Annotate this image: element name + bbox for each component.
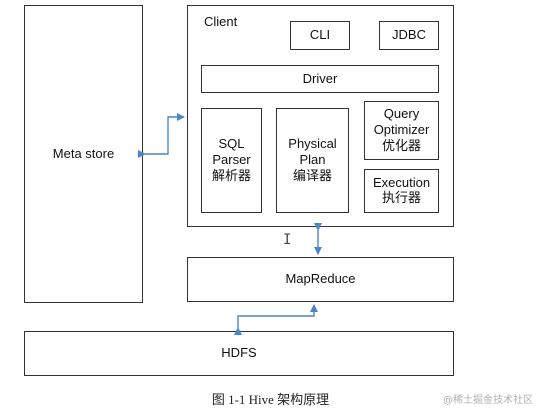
query-optimizer-box: Query Optimizer 优化器	[364, 101, 439, 160]
execution-box: Execution 执行器	[364, 169, 439, 213]
cli-label: CLI	[309, 27, 331, 43]
physical-plan-line1: Physical	[288, 136, 337, 152]
mapreduce-hdfs-arrow	[234, 304, 318, 335]
driver-box: Driver	[201, 65, 439, 93]
jdbc-box: JDBC	[379, 21, 439, 50]
mapreduce-label: MapReduce	[285, 271, 356, 287]
meta-store-box: Meta store	[24, 5, 143, 303]
query-optimizer-line1: Query	[383, 106, 420, 122]
sql-parser-box: SQL Parser 解析器	[201, 108, 262, 213]
query-optimizer-line3: 优化器	[381, 138, 421, 154]
query-optimizer-line2: Optimizer	[373, 122, 430, 138]
client-title: Client	[204, 14, 238, 29]
driver-label: Driver	[302, 70, 338, 86]
jdbc-label: JDBC	[392, 27, 426, 43]
watermark: @稀土掘金技术社区	[443, 395, 533, 406]
figure-caption: 图 1-1 Hive 架构原理	[0, 389, 541, 408]
text-cursor-icon: I	[283, 232, 292, 248]
hdfs-label: HDFS	[221, 345, 257, 361]
physical-plan-box: Physical Plan 编译器	[276, 108, 349, 213]
execution-line2: 执行器	[381, 191, 421, 206]
mapreduce-box: MapReduce	[187, 257, 454, 302]
sql-parser-line3: 解析器	[211, 168, 251, 184]
metastore-client-arrow	[138, 113, 185, 158]
caption-text: 图 1-1 Hive 架构原理	[211, 392, 330, 407]
physical-plan-line3: 编译器	[292, 168, 332, 184]
sql-parser-line2: Parser	[212, 152, 251, 168]
meta-store-label: Meta store	[52, 145, 115, 161]
physical-plan-line2: Plan	[299, 152, 326, 168]
cli-box: CLI	[290, 21, 350, 50]
execution-line1: Execution	[372, 174, 431, 190]
sql-parser-line1: SQL	[218, 136, 245, 152]
hdfs-box: HDFS	[24, 331, 454, 376]
